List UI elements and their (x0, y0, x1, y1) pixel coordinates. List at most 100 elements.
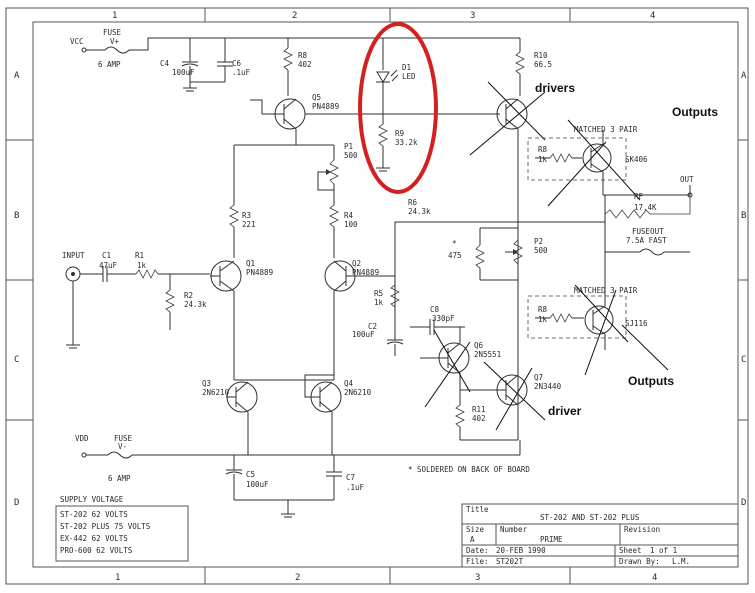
r10-name: R10 (534, 51, 548, 60)
zone-col-4-top: 4 (650, 11, 655, 21)
fuse-rating-top: 6 AMP (98, 60, 121, 69)
vcc-supply: VCC FUSE V+ 6 AMP (70, 28, 520, 69)
fuse-v-plus (104, 46, 130, 54)
output-stage-top: MATCHED 3 PAIR R8 1k SK406 (527, 119, 648, 207)
output-stage-bottom: MATCHED 3 PAIR R8 1k SJ116 (527, 284, 669, 376)
date-label: Date: (466, 546, 489, 555)
r3-value: 221 (242, 220, 256, 229)
r1-name: R1 (135, 251, 144, 260)
r4-value: 100 (344, 220, 358, 229)
strike-q6-b (433, 329, 471, 393)
q4-value: 2N6210 (344, 388, 372, 397)
c6-capacitor: C6 .1uF (190, 38, 251, 83)
fuse-v-minus (107, 451, 133, 459)
r2-resistor: R2 24.3k (165, 274, 207, 330)
vcc-label: VCC (70, 37, 84, 46)
c8-capacitor: C8 330pF (410, 305, 465, 335)
p1-value: 500 (344, 151, 358, 160)
c4-capacitor: C4 100uF (160, 38, 199, 92)
strike-output-bottom-a (574, 284, 629, 343)
rf-name: RF (634, 192, 644, 201)
drawn-label: Drawn By: (619, 557, 660, 566)
strike-output-bottom-c (621, 324, 669, 371)
annotation-drivers: drivers (535, 81, 575, 95)
c5-value: 100uF (246, 480, 269, 489)
q2-transistor: Q2 PN4889 (324, 259, 395, 380)
q1-value: PN4889 (246, 268, 273, 277)
outer-frame (5, 7, 749, 585)
q4-transistor: Q4 2N6210 (304, 374, 372, 413)
supply-voltage-table: SUPPLY VOLTAGE ST-202 62 VOLTS ST-202 PL… (55, 495, 189, 562)
r8-resistor: R8 402 (283, 38, 312, 96)
strike-output-top-b (567, 119, 641, 201)
vdd-label: VDD (75, 434, 89, 443)
vdd-supply: VDD FUSE V- 6 AMP (75, 434, 521, 483)
c6-name: C6 (232, 59, 242, 68)
zone-col-3-top: 3 (470, 11, 475, 21)
zone-col-1-bottom: 1 (115, 573, 120, 583)
q5-name: Q5 (312, 93, 321, 102)
strike-q6-a (424, 341, 471, 408)
c1-capacitor: C1 47uF (99, 251, 118, 282)
annotation-driver: driver (548, 404, 582, 418)
r475-value: 475 (448, 251, 462, 260)
outputs-bottom-matched: MATCHED 3 PAIR (574, 286, 638, 295)
r4-resistor: R4 100 (329, 184, 358, 258)
c2-value: 100uF (352, 330, 375, 339)
zone-row-b-right: B (741, 211, 746, 221)
q3-transistor: Q3 2N6210 (202, 379, 258, 413)
r11-value: 402 (472, 414, 486, 423)
q7-name: Q7 (534, 373, 543, 382)
r9-name: R9 (395, 129, 404, 138)
q5-transistor: Q5 PN4889 (250, 93, 339, 145)
q1-name: Q1 (246, 259, 255, 268)
p2-value: 500 (534, 246, 548, 255)
rb-value: 1k (538, 315, 548, 324)
d1-value: LED (402, 72, 416, 81)
file-label: File: (466, 557, 489, 566)
r2-value: 24.3k (184, 300, 207, 309)
title-block: Title ST-202 AND ST-202 PLUS Size A Numb… (461, 503, 739, 568)
input-jack: INPUT (62, 251, 103, 349)
annotation-outputs-top: Outputs (672, 105, 718, 119)
r475-star: * (452, 239, 457, 248)
outputs-top-matched: MATCHED 3 PAIR (574, 125, 638, 134)
supply-table-header: SUPPLY VOLTAGE (60, 495, 124, 504)
r5-value: 1k (374, 298, 384, 307)
file-value: ST202T (496, 557, 524, 566)
q5-value: PN4889 (312, 102, 339, 111)
rf-value: 17.4K (634, 203, 657, 212)
zone-col-4-bottom: 4 (652, 573, 657, 583)
c8-name: C8 (430, 305, 440, 314)
q3-name: Q3 (202, 379, 211, 388)
c4-value: 100uF (172, 68, 195, 77)
driver-transistor-top (469, 81, 546, 440)
title-label: Title (466, 505, 489, 514)
annotation-outputs-bottom: Outputs (628, 374, 674, 388)
title-value: ST-202 AND ST-202 PLUS (540, 513, 640, 522)
c6-value: .1uF (232, 68, 251, 77)
strike-output-top-a (547, 141, 607, 207)
q7-transistor: Q7 2N3440 (460, 361, 562, 431)
q1-transistor: Q1 PN4889 (210, 259, 273, 380)
c5-capacitor: C5 100uF (225, 455, 334, 501)
zone-row-c: C (14, 355, 19, 365)
fuseout-rating: 7.5A FAST (626, 236, 667, 245)
r11-name: R11 (472, 405, 486, 414)
c2-name: C2 (368, 322, 377, 331)
r4-name: R4 (344, 211, 354, 220)
strike-driver-top-a (487, 81, 546, 141)
zone-row-a-right: A (741, 71, 747, 81)
r11-resistor: R11 402 (455, 390, 518, 441)
zone-col-2-top: 2 (292, 11, 297, 21)
p1-name: P1 (344, 142, 353, 151)
size-label: Size (466, 525, 485, 534)
q6-value: 2N5551 (474, 350, 501, 359)
fuse-vminus-label: V- (118, 442, 127, 451)
zone-col-2-bottom: 2 (295, 573, 300, 583)
r6-value: 24.3k (408, 207, 431, 216)
size-value: A (470, 535, 475, 544)
r2-name: R2 (184, 291, 193, 300)
p2-name: P2 (534, 237, 543, 246)
r5-name: R5 (374, 289, 383, 298)
